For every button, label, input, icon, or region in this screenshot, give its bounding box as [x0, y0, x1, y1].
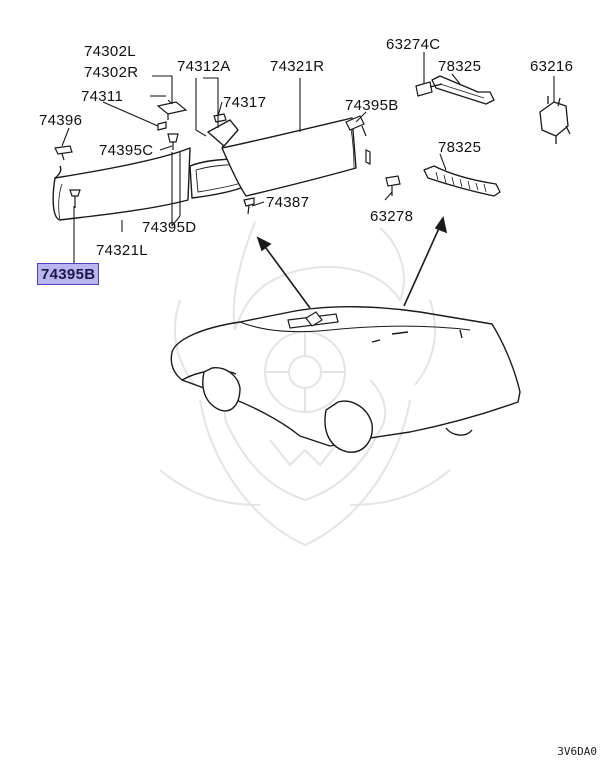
visor-clip-74396	[54, 145, 73, 161]
label-74321l[interactable]: 74321L	[96, 242, 148, 259]
leader-lines	[61, 52, 555, 264]
sun-visor-left	[52, 147, 191, 221]
label-74395b-right[interactable]: 74395B	[345, 97, 399, 114]
car-roof-parts	[287, 311, 339, 329]
visor-bracket-74302	[156, 101, 188, 120]
label-63216[interactable]: 63216	[530, 58, 574, 75]
assist-grip-78325-upper	[431, 75, 495, 105]
label-74312a[interactable]: 74312A	[177, 58, 231, 75]
label-74396[interactable]: 74396	[39, 112, 83, 129]
label-74395d[interactable]: 74395D	[142, 219, 197, 236]
sun-visor-right	[221, 117, 357, 197]
label-63274c[interactable]: 63274C	[386, 36, 441, 53]
screw-74311	[157, 121, 167, 131]
clip-74395c	[167, 133, 179, 150]
assist-grip-78325-lower	[423, 165, 501, 197]
label-74395b-selected[interactable]: 74395B	[37, 263, 100, 285]
callout-arrows	[256, 216, 448, 309]
label-74321r[interactable]: 74321R	[270, 58, 325, 75]
label-74395c[interactable]: 74395C	[99, 142, 154, 159]
label-74387[interactable]: 74387	[266, 194, 310, 211]
label-74302r[interactable]: 74302R	[84, 64, 139, 81]
label-74317[interactable]: 74317	[223, 94, 267, 111]
mirror-cover-74317	[213, 113, 227, 123]
room-lamp-63216	[539, 96, 571, 144]
label-63278[interactable]: 63278	[370, 208, 414, 225]
visor-bracket-74395b-right	[345, 115, 371, 165]
car-wheels	[202, 367, 473, 453]
screw-74395b-left	[69, 189, 81, 208]
label-78325-lower[interactable]: 78325	[438, 139, 482, 156]
screw-63274c	[415, 81, 443, 97]
label-74302l[interactable]: 74302L	[84, 43, 136, 60]
clip-63278	[385, 175, 401, 196]
screw-74387	[243, 197, 255, 215]
diagram-ref-code: 3V6DA0	[557, 745, 597, 758]
label-78325-upper[interactable]: 78325	[438, 58, 482, 75]
label-74311[interactable]: 74311	[81, 88, 124, 105]
